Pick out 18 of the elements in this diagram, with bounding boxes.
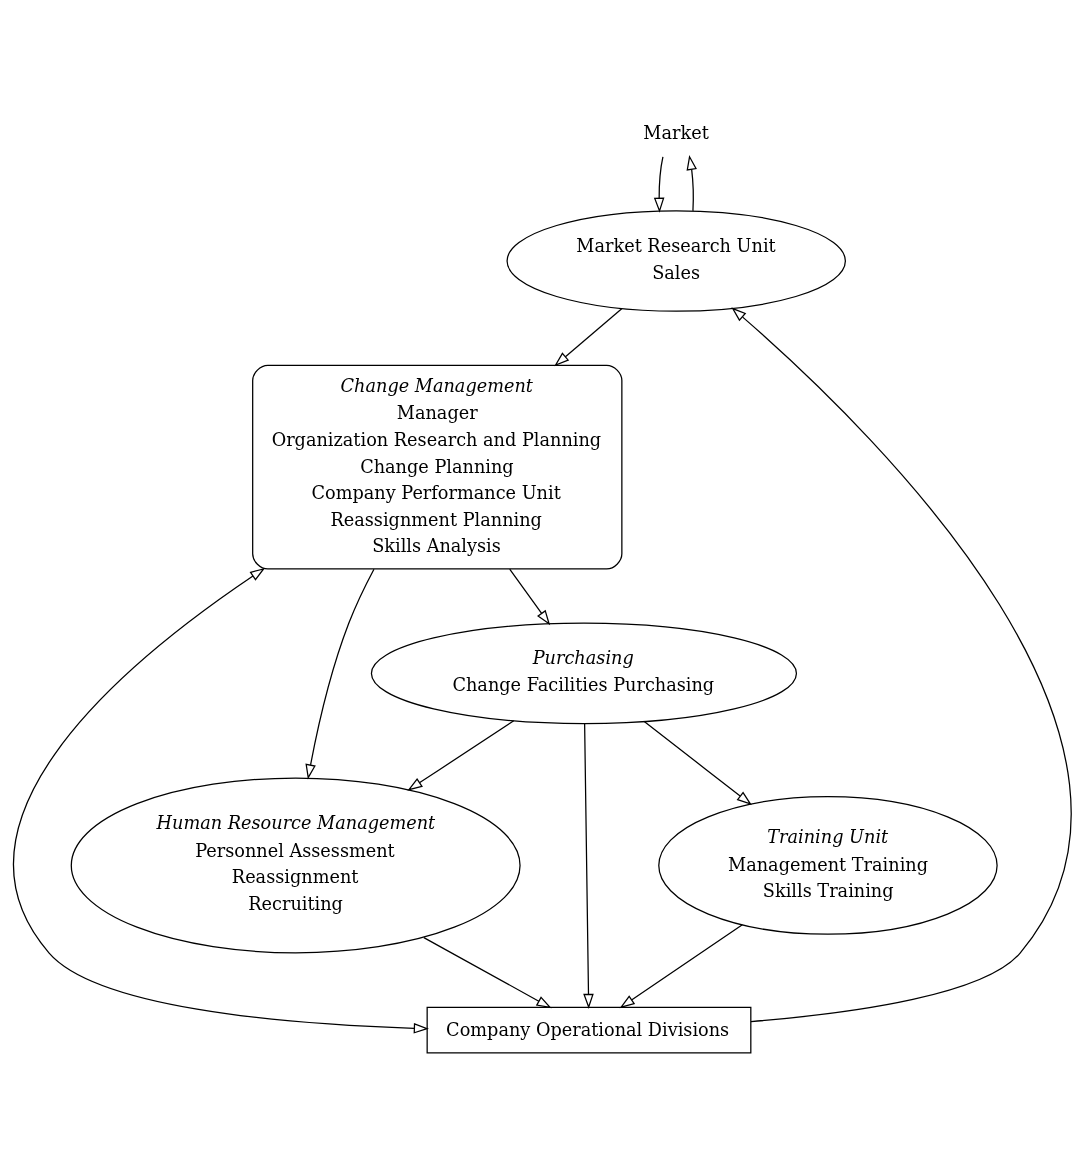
- node-box: Change Management Manager Organization Research and Planning Change Planning Company Performance Unit Reassignment Planning Skills Analysis: [252, 364, 623, 570]
- node-ellipse: Training Unit Management Training Skills Training: [658, 796, 998, 935]
- node-box: Company Operational Divisions: [426, 1006, 752, 1054]
- arrow: [619, 924, 743, 1009]
- arrow: [305, 568, 375, 780]
- arrow: [643, 720, 752, 806]
- arrow: [423, 937, 552, 1009]
- arrow: [13, 567, 429, 1034]
- arrow: [554, 307, 623, 367]
- node-text: Market: [643, 123, 709, 144]
- arrow: [686, 154, 697, 212]
- node-ellipse: Purchasing Change Facilities Purchasing: [370, 622, 798, 725]
- arrow: [509, 568, 551, 626]
- arrow: [731, 307, 1071, 1023]
- arrow: [653, 156, 665, 213]
- arrow: [583, 722, 594, 1009]
- node-ellipse: Market Research Unit Sales: [506, 210, 846, 312]
- arrow: [407, 720, 515, 791]
